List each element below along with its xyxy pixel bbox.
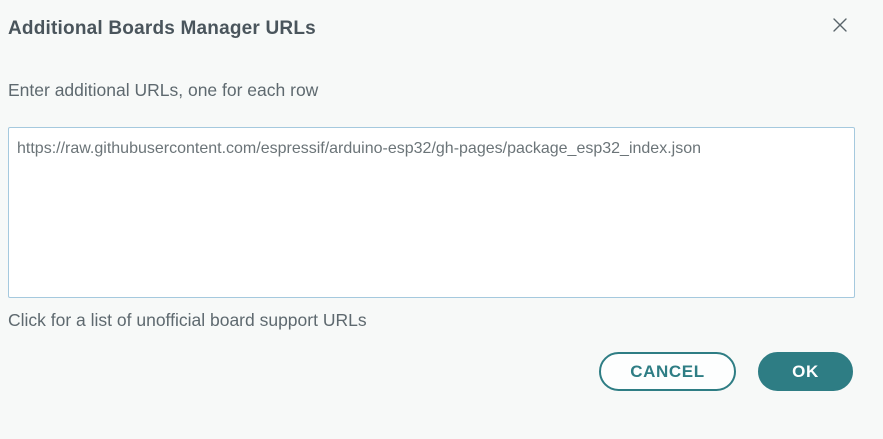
- cancel-button[interactable]: CANCEL: [599, 352, 736, 391]
- additional-urls-textarea[interactable]: https://raw.githubusercontent.com/espres…: [8, 127, 855, 298]
- ok-button[interactable]: OK: [758, 352, 853, 391]
- urls-helper-label: Enter additional URLs, one for each row: [8, 80, 319, 100]
- close-button[interactable]: [830, 16, 850, 36]
- dialog-footer: CANCEL OK: [599, 352, 853, 391]
- dialog-title: Additional Boards Manager URLs: [8, 18, 316, 39]
- close-icon: [832, 17, 848, 36]
- unofficial-board-urls-link[interactable]: Click for a list of unofficial board sup…: [8, 310, 367, 330]
